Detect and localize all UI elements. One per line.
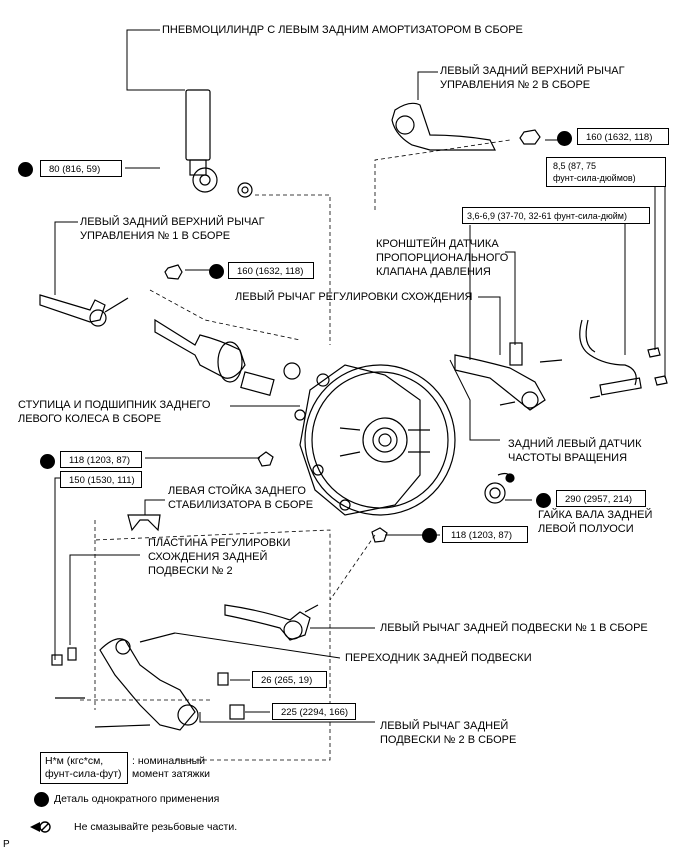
label-axle-nut: ГАЙКА ВАЛА ЗАДНЕЙ ЛЕВОЙ ПОЛУОСИ [538, 509, 653, 535]
leader-sensor-bracket [505, 251, 516, 345]
torque-118-right: 118 (1203, 87) [442, 526, 528, 543]
legend-no-lube-text: Не смазывайте резьбовые части. [74, 821, 238, 833]
single-use-dot [422, 528, 437, 543]
torque-160-top: 160 (1632, 118) [577, 128, 669, 145]
upper-arm-1 [39, 264, 183, 327]
leader-pneumo [126, 29, 185, 91]
label-toe-plate: ПЛАСТИНА РЕГУЛИРОВКИ СХОЖДЕНИЯ ЗАДНЕЙ ПО… [148, 537, 291, 577]
torque-290: 290 (2957, 214) [556, 490, 646, 507]
shock-absorber [185, 89, 253, 198]
stabilizer-link [127, 514, 161, 532]
single-use-dot [536, 493, 551, 508]
leader-stabilizer [144, 499, 165, 515]
upper-arm-2 [391, 102, 541, 151]
legend-single-use-dot [34, 792, 49, 807]
leader-upper-arm-1 [54, 221, 78, 295]
torque-118-left: 118 (1203, 87) [60, 451, 142, 468]
label-pneumocylinder: ПНЕВМОЦИЛИНДР С ЛЕВЫМ ЗАДНИМ АМОРТИЗАТОР… [162, 24, 523, 36]
label-speed-sensor: ЗАДНИЙ ЛЕВЫЙ ДАТЧИК ЧАСТОТЫ ВРАЩЕНИЯ [508, 438, 642, 464]
leader-toe-arm [478, 296, 501, 355]
label-upper-arm-2: ЛЕВЫЙ ЗАДНИЙ ВЕРХНИЙ РЫЧАГ УПРАВЛЕНИЯ № … [440, 65, 625, 91]
label-upper-arm-1: ЛЕВЫЙ ЗАДНИЙ ВЕРХНИЙ РЫЧАГ УПРАВЛЕНИЯ № … [80, 216, 265, 242]
leader-lower-arm-2 [199, 712, 375, 723]
torque-225: 225 (2294, 166) [272, 703, 356, 720]
label-toe-arm: ЛЕВЫЙ РЫЧАГ РЕГУЛИРОВКИ СХОЖДЕНИЯ [235, 291, 473, 303]
single-use-dot [557, 131, 572, 146]
torque-80: 80 (816, 59) [40, 160, 122, 177]
nut-markers [371, 527, 388, 543]
dashed-alignment [80, 139, 511, 761]
label-stabilizer-link: ЛЕВАЯ СТОЙКА ЗАДНЕГО СТАБИЛИЗАТОРА В СБО… [168, 485, 314, 511]
leader-upper-arm-2 [417, 71, 438, 100]
single-use-dot [209, 264, 224, 279]
single-use-dot [18, 162, 33, 177]
torque-8-5: 8,5 (87, 75 фунт-сила-дюймов) [546, 157, 666, 187]
corner-mark: P [3, 839, 10, 850]
leader-lines [54, 29, 666, 723]
leader-adapter [174, 632, 341, 659]
axle-nut [484, 472, 515, 504]
torque-26: 26 (265, 19) [252, 671, 327, 688]
label-lower-arm-1: ЛЕВЫЙ РЫЧАГ ЗАДНЕЙ ПОДВЕСКИ № 1 В СБОРЕ [380, 622, 648, 634]
label-sensor-bracket: КРОНШТЕЙН ДАТЧИКА ПРОПОРЦИОНАЛЬНОГО КЛАП… [376, 238, 509, 278]
single-use-dot [40, 454, 55, 469]
lower-arm-2 [51, 632, 245, 731]
torque-150: 150 (1530, 111) [60, 471, 142, 488]
leader-toe-plate [69, 554, 140, 645]
hub-assembly [257, 364, 456, 516]
label-hub: СТУПИЦА И ПОДШИПНИК ЗАДНЕГО ЛЕВОГО КОЛЕС… [18, 399, 211, 425]
legend-unit-description: : номинальный момент затяжки [132, 755, 211, 780]
legend-unit-box: Н*м (кгс*см, фунт-сила-фут) [40, 752, 128, 784]
label-lower-arm-2: ЛЕВЫЙ РЫЧАГ ЗАДНЕЙ ПОДВЕСКИ № 2 В СБОРЕ [380, 720, 517, 746]
toe-arm [454, 342, 563, 411]
no-lube-icon [30, 821, 51, 833]
label-adapter: ПЕРЕХОДНИК ЗАДНЕЙ ПОДВЕСКИ [345, 652, 532, 664]
leader-speed-sensor [449, 359, 500, 441]
drive-shaft [154, 318, 301, 396]
torque-160-mid: 160 (1632, 118) [228, 262, 314, 279]
legend-single-use-text: Деталь однократного применения [54, 793, 220, 805]
lower-arm-1 [224, 604, 319, 641]
speed-sensor [579, 319, 668, 399]
torque-3-6: 3,6-6,9 (37-70, 32-61 фунт-сила-дюйм) [462, 207, 650, 224]
